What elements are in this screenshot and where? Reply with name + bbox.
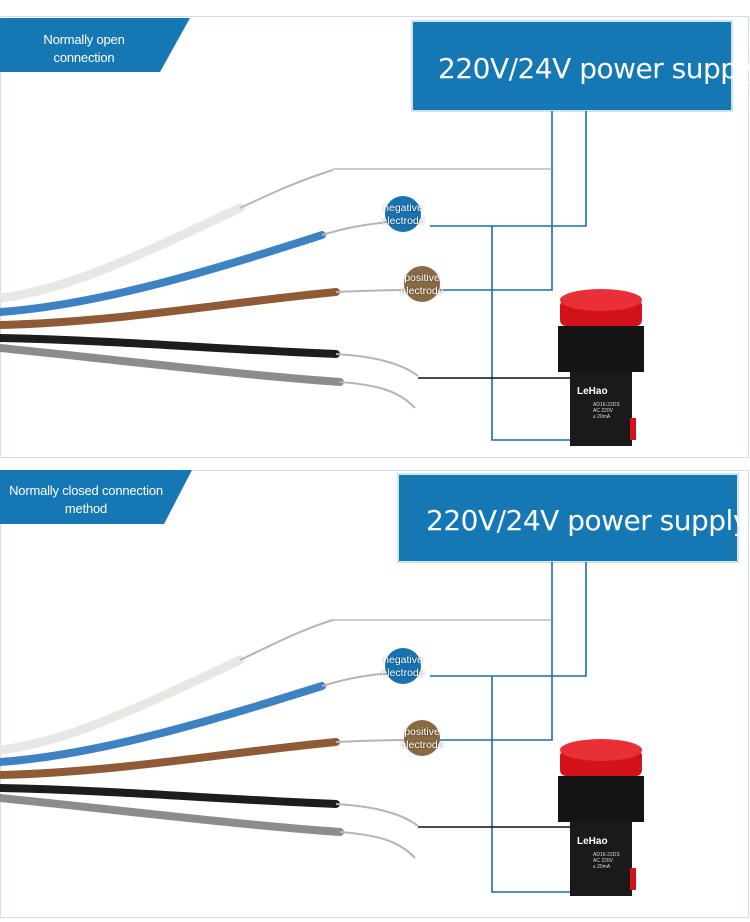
- positive-line-2: electrode: [400, 285, 444, 297]
- positive-bubble: [404, 266, 440, 302]
- wire-gray: [0, 794, 344, 836]
- positive-line-1: positive: [404, 272, 440, 284]
- lamp-lead-negative: [491, 226, 572, 441]
- power-supply-label: 220V/24V power supply: [438, 52, 750, 85]
- lamp-spec-3: ≤ 20mA: [593, 414, 611, 420]
- wire-white-strands: [239, 169, 334, 209]
- wire-blue-strands: [321, 221, 393, 236]
- supply-lead-negative: [430, 111, 587, 227]
- wire-black-strands: [335, 803, 419, 827]
- wire-brown-strands: [335, 739, 406, 743]
- wire-white-strands: [239, 619, 334, 661]
- negative-line-2: electrode: [381, 667, 425, 679]
- wire-gray: [0, 344, 344, 386]
- tag-line-1: Normally open: [43, 32, 125, 47]
- power-supply-box: [397, 473, 739, 563]
- tag-banner: [0, 470, 192, 524]
- lamp-spec-2: AC 220V: [593, 858, 614, 864]
- indicator-lamp: [558, 289, 644, 446]
- wire-blue: [0, 682, 326, 766]
- negative-bubble: [385, 648, 421, 684]
- positive-line-1: positive: [404, 726, 440, 738]
- negative-line-1: negative: [383, 654, 423, 666]
- indicator-lamp: [558, 739, 644, 896]
- lamp-spec-3: ≤ 20mA: [593, 864, 611, 870]
- wire-brown-strands: [335, 289, 406, 293]
- tag-line-2: method: [64, 501, 108, 516]
- wire-black: [0, 334, 340, 358]
- tag-banner: [0, 18, 190, 72]
- lamp-spec-1: AD16-22DS: [593, 402, 620, 408]
- positive-line-2: electrode: [400, 739, 444, 751]
- wiring-diagram-closed: [0, 470, 749, 918]
- supply-lead-negative: [430, 562, 587, 677]
- wire-black-strands: [335, 353, 419, 377]
- power-supply-box: [411, 20, 733, 112]
- normally-closed-panel: Normally closed connection method 220V/2…: [0, 462, 750, 922]
- lamp-spec-1: AD16-22DS: [593, 852, 620, 858]
- power-supply-label: 220V/24V power supply: [426, 504, 749, 537]
- wire-gray-strands: [339, 381, 416, 409]
- lamp-brand-logo: LeHao: [577, 836, 608, 847]
- lamp-brand-logo: LeHao: [577, 386, 608, 397]
- wire-black: [0, 784, 340, 808]
- wire-brown: [0, 288, 340, 329]
- wire-blue: [0, 231, 326, 316]
- positive-bubble: [404, 720, 440, 756]
- tag-line-2: connection: [53, 50, 115, 65]
- negative-bubble: [385, 196, 421, 232]
- wire-brown: [0, 738, 340, 779]
- tag-line-1: Normally closed connection: [9, 483, 163, 498]
- lamp-lead-negative: [491, 676, 572, 893]
- supply-lead-positive: [405, 111, 553, 291]
- lamp-spec-2: AC 220V: [593, 408, 614, 414]
- wire-gray-strands: [339, 831, 416, 859]
- normally-open-panel: Normally open connection 220V/24V power …: [0, 0, 750, 460]
- wiring-diagram-open: [0, 16, 749, 458]
- wire-white: [0, 203, 245, 303]
- supply-lead-positive: [405, 562, 553, 741]
- negative-line-1: negative: [383, 202, 423, 214]
- negative-line-2: electrode: [381, 215, 425, 227]
- wire-blue-strands: [321, 672, 393, 687]
- wire-white: [0, 655, 245, 755]
